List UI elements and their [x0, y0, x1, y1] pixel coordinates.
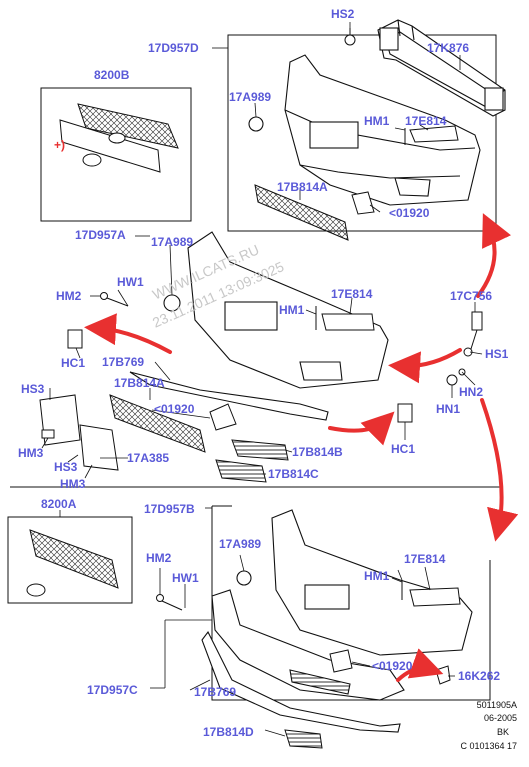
- bumper-cover-17d957b: [236, 509, 473, 656]
- callout-hc1-right[interactable]: HC1: [391, 442, 416, 456]
- callout-hs3-b[interactable]: HS3: [54, 460, 78, 474]
- callout-17b814a-top[interactable]: 17B814A: [277, 180, 328, 194]
- grille-17b814a-mid: [109, 394, 206, 453]
- callout-8200a[interactable]: 8200A: [41, 497, 77, 511]
- callout-hw1-mid[interactable]: HW1: [117, 275, 144, 289]
- callout-17b814d[interactable]: 17B814D: [203, 725, 254, 739]
- grille-17b814c: [215, 459, 267, 483]
- bracket-17a385: [39, 394, 119, 471]
- callout-hm1-mid[interactable]: HM1: [279, 303, 305, 317]
- callout-8200b[interactable]: 8200B: [94, 68, 130, 82]
- callout-17b814c[interactable]: 17B814C: [268, 467, 319, 481]
- callout-01920-top[interactable]: <01920: [389, 206, 430, 220]
- callout-hm3-b[interactable]: HM3: [60, 477, 86, 491]
- bumper-cover-17d957a: [163, 231, 389, 389]
- callout-17d957d[interactable]: 17D957D: [148, 41, 199, 55]
- callout-17k876[interactable]: 17K876: [427, 41, 470, 55]
- cover-01920-top: [351, 191, 375, 215]
- callout-hw1-bot[interactable]: HW1: [172, 571, 199, 585]
- callout-17b814b[interactable]: 17B814B: [292, 445, 343, 459]
- plus-marker: +): [54, 138, 66, 152]
- callout-hm1-bot[interactable]: HM1: [364, 569, 390, 583]
- callout-17c756[interactable]: 17C756: [450, 289, 493, 303]
- strip-17b769-bot: [201, 630, 401, 733]
- strip-17b769-mid: [129, 371, 329, 421]
- sensor-17c756: [463, 311, 483, 357]
- bolt-hs2: [344, 28, 356, 46]
- callout-17a989-top[interactable]: 17A989: [229, 90, 272, 104]
- bracket-17e814-top: [404, 125, 459, 145]
- frame-8200a: [7, 516, 133, 604]
- callout-hm3-a[interactable]: HM3: [18, 446, 44, 460]
- bumper-beam-17k876: [377, 19, 506, 117]
- callout-17d957a[interactable]: 17D957A: [75, 228, 126, 242]
- callout-hm2-mid[interactable]: HM2: [56, 289, 82, 303]
- callout-17e814-top[interactable]: 17E814: [405, 114, 447, 128]
- callout-17e814-bot[interactable]: 17E814: [404, 552, 446, 566]
- frame-8200b: [40, 87, 192, 222]
- bracket-17e814-mid: [315, 306, 375, 331]
- callout-17a385[interactable]: 17A385: [127, 451, 170, 465]
- bumper-cover-17d957d: [248, 54, 481, 206]
- callout-hn2[interactable]: HN2: [459, 385, 484, 399]
- screw-hm2-mid: [100, 292, 129, 307]
- clip-hc1-left: [67, 329, 83, 349]
- clip-hc1-right: [397, 403, 413, 423]
- callout-17b769-bot[interactable]: 17B769: [194, 685, 237, 699]
- grille-17b814a-top: [254, 184, 349, 241]
- lower-cover-17d957c: [211, 589, 405, 701]
- footer-date: 06-2005: [483, 713, 517, 723]
- radiator-grille-8200a: [26, 529, 119, 597]
- callout-01920-mid[interactable]: <01920: [154, 402, 195, 416]
- grille-17b814b: [231, 439, 289, 461]
- callout-hm2-bot[interactable]: HM2: [146, 551, 172, 565]
- grille-17b814d: [284, 729, 323, 749]
- footer-ref: C 0101364 17: [460, 741, 517, 751]
- screw-hm2-bot: [156, 594, 183, 611]
- callout-01920-bot[interactable]: <01920: [372, 659, 413, 673]
- leader-lines: [41, 22, 483, 737]
- callout-17b769-mid[interactable]: 17B769: [102, 355, 145, 369]
- callout-hn1[interactable]: HN1: [436, 402, 461, 416]
- clip-16k262: [435, 665, 451, 685]
- callout-17e814-mid[interactable]: 17E814: [331, 287, 373, 301]
- radiator-grille-8200b: [59, 103, 179, 173]
- callout-hm1-top[interactable]: HM1: [364, 114, 390, 128]
- callout-17d957c[interactable]: 17D957C: [87, 683, 138, 697]
- bracket-17e814-bot: [401, 580, 461, 607]
- callout-17d957b[interactable]: 17D957B: [144, 502, 195, 516]
- callout-16k262[interactable]: 16K262: [458, 669, 501, 683]
- footer-code: 5011905A: [476, 700, 517, 710]
- callout-17a989-bot[interactable]: 17A989: [219, 537, 262, 551]
- frame-17d957d: [227, 34, 497, 232]
- red-arrows: [84, 213, 519, 682]
- callout-hs3-a[interactable]: HS3: [21, 382, 45, 396]
- callout-hs2[interactable]: HS2: [331, 7, 355, 21]
- cover-01920-bot: [329, 649, 353, 673]
- callout-hc1-left[interactable]: HC1: [61, 356, 86, 370]
- frame-17d957b: [211, 506, 491, 701]
- nut-hn: [446, 368, 466, 386]
- callout-17b814a-mid[interactable]: 17B814A: [114, 376, 165, 390]
- callout-hs1[interactable]: HS1: [485, 347, 509, 361]
- footer-suffix: BK: [496, 727, 509, 737]
- cover-01920-mid: [209, 403, 237, 431]
- callout-17a989-mid[interactable]: 17A989: [151, 235, 194, 249]
